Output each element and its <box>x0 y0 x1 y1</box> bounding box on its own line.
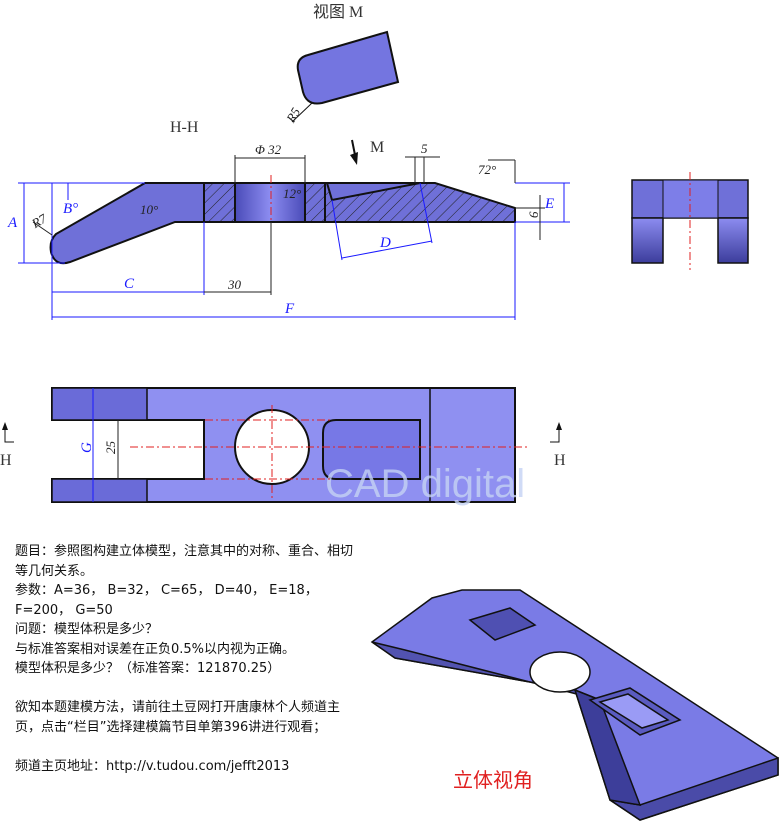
dim-12: 12° <box>283 186 301 201</box>
dim-d: D <box>379 235 391 251</box>
channel-url: 频道主页地址：http://v.tudou.com/jefft2013 <box>15 758 290 774</box>
3d-view-caption: 立体视角 <box>453 768 533 792</box>
desc-line: 模型体积是多少？（标准答案：121870.25） <box>15 661 281 676</box>
r5-leader <box>291 102 313 123</box>
desc-line <box>15 737 365 757</box>
arrow-head-icon <box>350 152 358 165</box>
dim-72: 72° <box>478 162 496 177</box>
dim-e: E <box>544 196 554 212</box>
plan-view: CAD digital G 25 H H <box>0 387 566 506</box>
section-mark-right: H <box>554 452 566 469</box>
leg-right <box>717 217 749 264</box>
desc-line <box>15 679 365 699</box>
desc-line: 问题：模型体积是多少？ <box>15 622 159 637</box>
dim-25: 25 <box>103 441 118 455</box>
dim-lines <box>32 155 545 295</box>
leg-left <box>631 217 664 264</box>
dim-30: 30 <box>227 277 242 292</box>
dim-a: A <box>7 215 18 231</box>
dim-g: G <box>79 442 95 453</box>
r5-label: R5 <box>283 105 304 126</box>
plan-pocket <box>322 419 421 480</box>
desc-line: 参数：A=36， B=32， C=65， D=40， E=18， F=200， … <box>15 583 322 618</box>
desc-line: 欲知本题建模方法，请前往土豆网打开唐康林个人频道主页，点击“栏目”选择建模篇节目… <box>15 700 341 735</box>
dim-6: 6 <box>526 211 541 218</box>
view-m-title: 视图 M <box>313 3 363 21</box>
hole-section <box>234 182 306 223</box>
view-m: 视图 M R5 <box>283 3 400 126</box>
desc-line: 题目：参照图构建立体模型，注意其中的对称、重合、相切等几何关系。 <box>15 544 354 579</box>
desc-line: 与标准答案相对误差在正负0.5%以内视为正确。 <box>15 641 296 657</box>
problem-description: 题目：参照图构建立体模型，注意其中的对称、重合、相切等几何关系。 参数：A=36… <box>15 542 365 776</box>
watermark: CAD digital <box>325 462 525 506</box>
isometric-view <box>370 589 779 821</box>
hatch-mid <box>304 182 326 223</box>
view-m-shape <box>296 30 400 105</box>
dim-f: F <box>284 301 295 317</box>
dim-10: 10° <box>140 202 158 217</box>
section-title: H-H <box>170 119 199 136</box>
dim-5: 5 <box>421 141 428 156</box>
hatch-left <box>203 182 236 223</box>
dim-phi32: Φ 32 <box>255 142 282 157</box>
end-view <box>631 172 749 270</box>
pocket-section <box>325 182 421 202</box>
dim-c: C <box>124 276 135 292</box>
dim-b: B° <box>63 201 78 217</box>
param-dim-lines <box>18 182 570 320</box>
section-mark-left: H <box>0 452 12 469</box>
arrow-label-m: M <box>370 139 384 156</box>
arm-section <box>49 182 205 265</box>
dim-r7: R7 <box>28 210 49 231</box>
section-view: H-H M A B° C D E F <box>7 119 570 320</box>
